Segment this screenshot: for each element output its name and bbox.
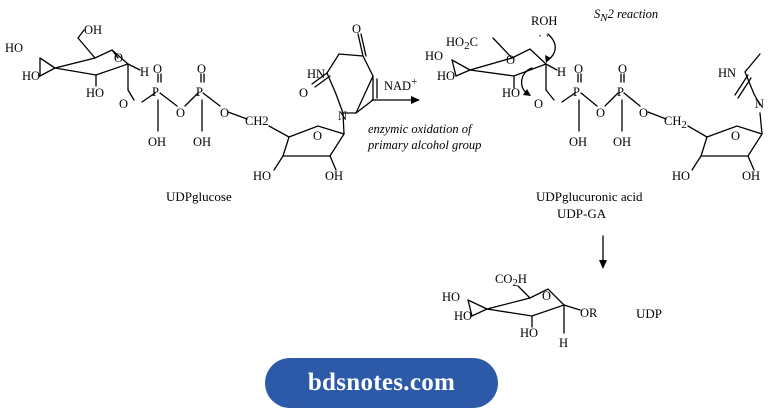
intermediate-ho-c2: HO xyxy=(502,86,520,100)
udpglucose-structure xyxy=(39,29,378,171)
reagent-nad: NAD+ xyxy=(384,76,417,93)
intermediate-ring-o: O xyxy=(506,53,515,67)
intermediate-p2: P xyxy=(617,85,624,99)
reactant-o-link1: O xyxy=(119,97,128,111)
reactant-ho-c3: HO xyxy=(22,69,40,83)
product-ring-o: O xyxy=(542,289,551,303)
intermediate-o-link3: O xyxy=(639,106,648,120)
intermediate-ribose-oh: OH xyxy=(742,169,760,183)
product-or: OR xyxy=(580,306,598,320)
reactant-o-link2: O xyxy=(176,106,185,120)
intermediate-uracil-n: N xyxy=(755,97,764,111)
intermediate-hooc: HO2C xyxy=(446,35,478,52)
roh-lone-pair: · · xyxy=(538,29,549,43)
intermediate-uracil-hn: HN xyxy=(718,66,736,80)
reactant-ho-c4: HO xyxy=(5,41,23,55)
reactant-ho-c2: HO xyxy=(86,86,104,100)
reactant-p1-top-o: O xyxy=(153,62,162,76)
product-ho-c2: HO xyxy=(520,326,538,340)
intermediate-ribose-o: O xyxy=(731,129,740,143)
reaction-arrow-1 xyxy=(371,96,420,104)
intermediate-ho-c3: HO xyxy=(437,69,455,83)
intermediate-ribose-ho: HO xyxy=(672,169,690,183)
reactant-uracil-n1: N xyxy=(338,109,347,123)
reactant-o-link3: O xyxy=(220,106,229,120)
intermediate-o-link1: O xyxy=(534,97,543,111)
site-banner-text: bdsnotes.com xyxy=(307,369,456,396)
reactant-ribose-oh: OH xyxy=(325,169,343,183)
reactant-p2: P xyxy=(196,85,203,99)
product-ho-c4: HO xyxy=(442,290,460,304)
product-co2h: CO2H xyxy=(495,272,527,289)
reactant-ribose-ho: HO xyxy=(253,169,271,183)
product-ho-c3: HO xyxy=(454,309,472,323)
intermediate-p1: P xyxy=(573,85,580,99)
reaction-arrow-2 xyxy=(599,235,607,269)
product-structure xyxy=(467,285,581,334)
intermediate-p1-top-o: O xyxy=(574,62,583,76)
intermediate-o-link2: O xyxy=(596,106,605,120)
intermediate-ho-c4: HO xyxy=(425,49,443,63)
reactant-oh-top: OH xyxy=(84,23,102,37)
intermediate-p2-oh: OH xyxy=(613,135,631,149)
intermediate-p2-top-o: O xyxy=(618,62,627,76)
sn2-label: SN2 reaction xyxy=(594,7,658,24)
reactant-anomeric-h: H xyxy=(140,65,149,79)
arrow1-caption-line1: enzymic oxidation of xyxy=(368,122,473,136)
reactant-ch2: CH2 xyxy=(245,114,269,128)
arrow1-caption-line2: primary alcohol group xyxy=(367,138,481,152)
reactant-uracil-o4: O xyxy=(352,22,361,36)
product-anomeric-h: H xyxy=(559,336,568,350)
intermediate-roh: ROH xyxy=(531,14,557,28)
intermediate-ch2: CH2 xyxy=(664,114,687,131)
intermediate-name-line1: UDPglucuronic acid xyxy=(536,189,643,204)
udpgluconic-structure xyxy=(451,33,764,171)
intermediate-anomeric-h: H xyxy=(557,65,566,79)
byproduct-udp: UDP xyxy=(636,306,662,321)
site-banner: bdsnotes.com xyxy=(265,358,498,408)
intermediate-p1-oh: OH xyxy=(569,135,587,149)
reactant-uracil-o2: O xyxy=(299,86,308,100)
reactant-name: UDPglucose xyxy=(166,189,232,204)
reactant-p1: P xyxy=(152,85,159,99)
reactant-p1-oh: OH xyxy=(148,135,166,149)
reactant-ring-o: O xyxy=(114,51,123,65)
reactant-p2-top-o: O xyxy=(197,62,206,76)
intermediate-name-line2: UDP-GA xyxy=(557,206,607,221)
reactant-p2-oh: OH xyxy=(193,135,211,149)
reactant-ribose-o: O xyxy=(313,129,322,143)
reactant-uracil-hn: HN xyxy=(307,67,325,81)
